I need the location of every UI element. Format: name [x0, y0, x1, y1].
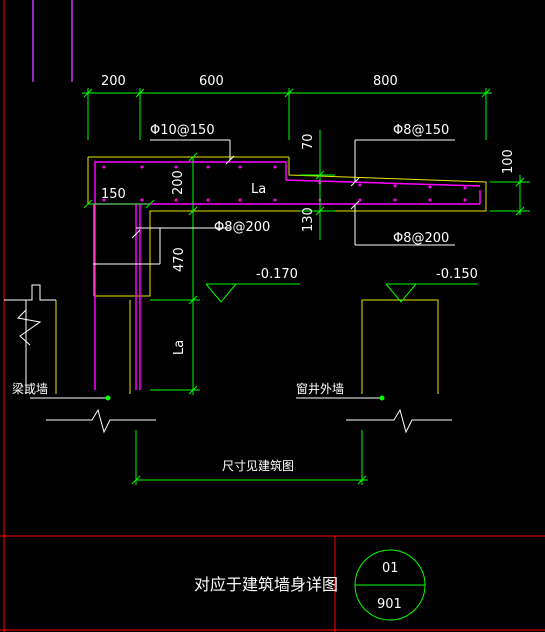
- dim-la-upper: La: [251, 182, 266, 197]
- top-wall-lines: [32, 0, 73, 82]
- label-phi10-150: Φ10@150: [150, 123, 215, 138]
- dim-la-lower: La: [172, 340, 187, 355]
- dim-800-top: 800: [373, 74, 398, 89]
- leader-lines: [30, 139, 455, 399]
- note-window-well-outer-wall: 窗井外墙: [296, 382, 344, 396]
- label-phi8-200-left: Φ8@200: [214, 220, 270, 235]
- rebar-dots: [102, 165, 467, 202]
- elevation-right: -0.150: [436, 267, 478, 282]
- rebar-lines: [94, 161, 481, 390]
- elevation-left: -0.170: [256, 267, 298, 282]
- dim-200-vertical: 200: [171, 170, 186, 195]
- dim-600-top: 600: [199, 74, 224, 89]
- dim-470: 470: [172, 247, 187, 272]
- rebar-labels: Φ10@150 Φ8@150 Φ8@200 Φ8@200: [150, 123, 449, 246]
- note-beam-or-wall: 梁或墙: [12, 381, 48, 396]
- leader-dots: [105, 395, 385, 401]
- note-size-see-arch: 尺寸见建筑图: [222, 458, 294, 473]
- label-phi8-150: Φ8@150: [393, 123, 449, 138]
- detail-title: 对应于建筑墙身详图: [194, 575, 338, 594]
- label-phi8-200-right: Φ8@200: [393, 231, 449, 246]
- dim-150: 150: [101, 187, 126, 202]
- dim-130: 130: [301, 207, 316, 232]
- elevation-labels: -0.170 -0.150: [256, 267, 478, 282]
- dim-100: 100: [501, 149, 516, 174]
- notes: 梁或墙 窗井外墙 尺寸见建筑图: [12, 381, 344, 473]
- dim-200-top: 200: [101, 74, 126, 89]
- detail-number: 01: [382, 561, 399, 576]
- sheet-number: 901: [377, 597, 402, 612]
- dim-70: 70: [301, 133, 316, 150]
- dimension-labels: 200 600 800 70 200 130 100 150 470 La La: [101, 74, 516, 355]
- wall-break-line: [4, 284, 452, 434]
- dimension-lines: [82, 88, 530, 485]
- title-block: 对应于建筑墙身详图 01 901: [194, 549, 426, 621]
